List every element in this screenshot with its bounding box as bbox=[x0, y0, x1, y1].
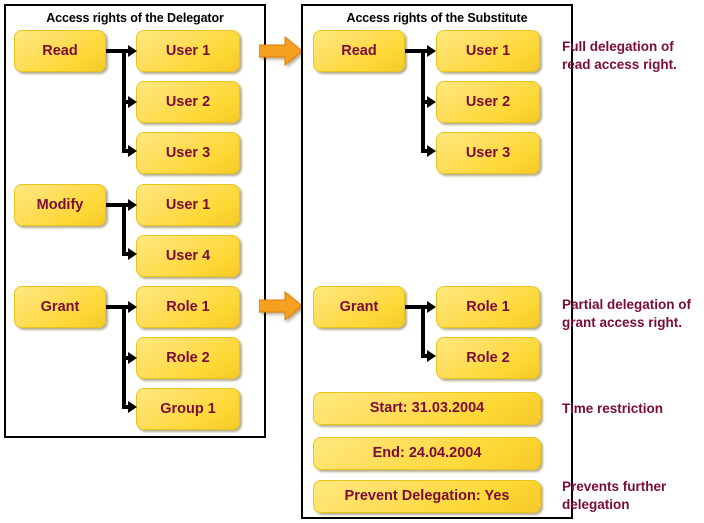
panel-substitute-title: Access rights of the Substitute bbox=[346, 11, 528, 25]
substitute-attribute-prevent-delegation[interactable]: Prevent Delegation: Yes bbox=[313, 480, 541, 513]
connector-grant-branch-1 bbox=[122, 305, 130, 309]
substitute-attribute-start[interactable]: Start: 31.03.2004 bbox=[313, 392, 541, 425]
read-transfer-arrow bbox=[259, 36, 303, 66]
connector-read-branch-1 bbox=[122, 49, 130, 53]
substitute-read-target-user1[interactable]: User 1 bbox=[436, 30, 540, 72]
delegator-right-grant[interactable]: Grant bbox=[14, 286, 106, 328]
connector-sub-read-branch-3 bbox=[421, 149, 429, 153]
arrowhead-sub-read-3 bbox=[427, 145, 436, 157]
substitute-grant-target-role1[interactable]: Role 1 bbox=[436, 286, 540, 328]
arrowhead-sub-read-1 bbox=[427, 45, 436, 57]
note-time-restriction: Time restriction bbox=[562, 401, 664, 416]
grant-transfer-arrow bbox=[259, 291, 303, 321]
delegator-right-read[interactable]: Read bbox=[14, 30, 106, 72]
connector-read-branch-2 bbox=[122, 100, 130, 104]
arrowhead-sub-grant-1 bbox=[427, 301, 436, 313]
substitute-right-grant[interactable]: Grant bbox=[313, 286, 405, 328]
arrowhead-read-1 bbox=[128, 45, 137, 57]
delegator-modify-target-user4[interactable]: User 4 bbox=[136, 235, 240, 277]
connector-sub-grant-trunk bbox=[421, 305, 425, 358]
connector-sub-read-stem bbox=[405, 49, 425, 53]
connector-grant-branch-2 bbox=[122, 356, 130, 360]
arrowhead-sub-read-2 bbox=[427, 96, 436, 108]
connector-modify-stem bbox=[106, 203, 126, 207]
arrowhead-grant-1 bbox=[128, 301, 137, 313]
arrowhead-grant-2 bbox=[128, 352, 137, 364]
substitute-attribute-end[interactable]: End: 24.04.2004 bbox=[313, 437, 541, 470]
connector-sub-grant-stem bbox=[405, 305, 425, 309]
connector-modify-branch-1 bbox=[122, 203, 130, 207]
substitute-grant-target-role2[interactable]: Role 2 bbox=[436, 337, 540, 379]
arrowhead-grant-3 bbox=[128, 401, 137, 413]
delegator-read-target-user2[interactable]: User 2 bbox=[136, 81, 240, 123]
note-prevents-further-delegation: Prevents further delegation bbox=[562, 479, 667, 512]
connector-grant-stem bbox=[106, 305, 126, 309]
note-full-delegation: Full delegation of read access right. bbox=[562, 39, 677, 72]
connector-read-stem bbox=[106, 49, 126, 53]
arrowhead-modify-2 bbox=[128, 248, 137, 260]
arrowhead-read-2 bbox=[128, 96, 137, 108]
panel-delegator-title: Access rights of the Delegator bbox=[46, 11, 224, 25]
arrowhead-read-3 bbox=[128, 145, 137, 157]
arrowhead-sub-grant-2 bbox=[427, 350, 436, 362]
delegator-read-target-user1[interactable]: User 1 bbox=[136, 30, 240, 72]
substitute-read-target-user3[interactable]: User 3 bbox=[436, 132, 540, 174]
connector-modify-trunk bbox=[122, 203, 126, 256]
arrowhead-modify-1 bbox=[128, 199, 137, 211]
connector-sub-read-branch-2 bbox=[421, 100, 429, 104]
connector-sub-grant-branch-1 bbox=[421, 305, 429, 309]
connector-sub-grant-branch-2 bbox=[421, 354, 429, 358]
substitute-read-target-user2[interactable]: User 2 bbox=[436, 81, 540, 123]
delegator-right-modify[interactable]: Modify bbox=[14, 184, 106, 226]
connector-modify-branch-2 bbox=[122, 252, 130, 256]
note-partial-delegation: Partial delegation of grant access right… bbox=[562, 297, 692, 330]
substitute-right-read[interactable]: Read bbox=[313, 30, 405, 72]
delegator-modify-target-user1[interactable]: User 1 bbox=[136, 184, 240, 226]
connector-sub-read-branch-1 bbox=[421, 49, 429, 53]
delegator-grant-target-role1[interactable]: Role 1 bbox=[136, 286, 240, 328]
delegator-grant-target-group1[interactable]: Group 1 bbox=[136, 388, 240, 430]
delegator-grant-target-role2[interactable]: Role 2 bbox=[136, 337, 240, 379]
delegator-read-target-user3[interactable]: User 3 bbox=[136, 132, 240, 174]
connector-grant-branch-3 bbox=[122, 405, 130, 409]
connector-read-branch-3 bbox=[122, 149, 130, 153]
